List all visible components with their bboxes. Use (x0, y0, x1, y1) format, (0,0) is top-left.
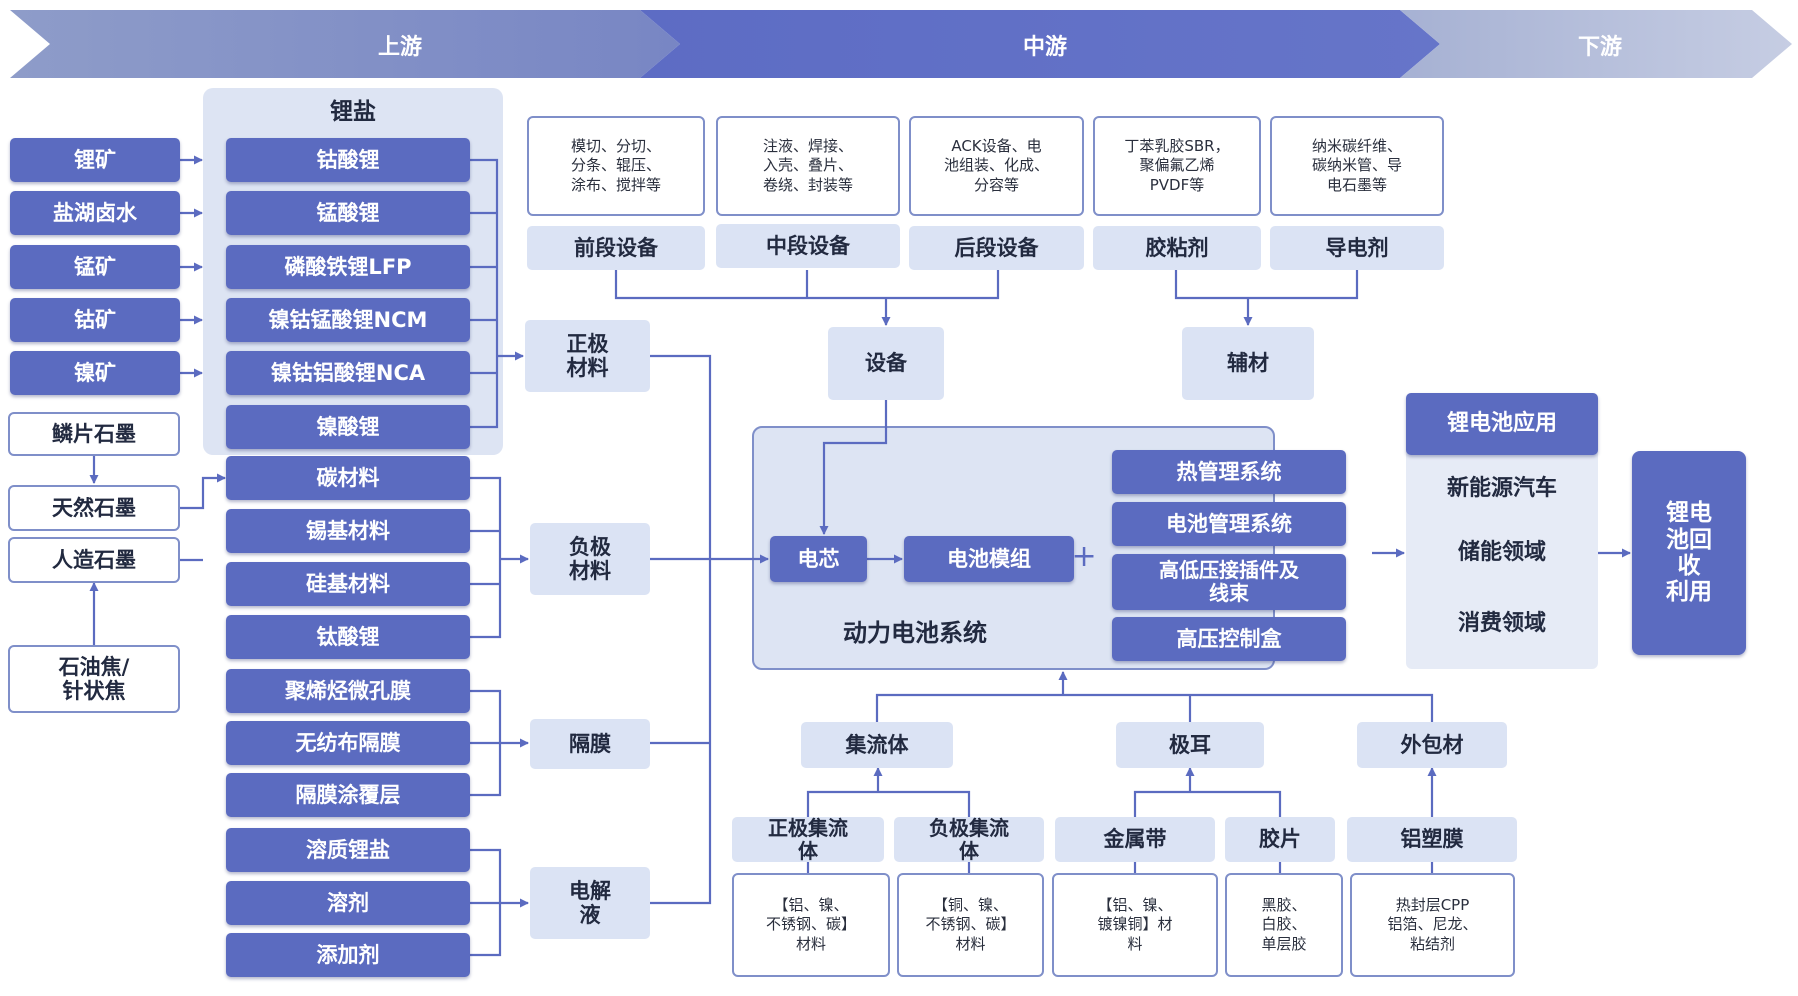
equipment: 设备 (828, 327, 944, 400)
note-film: 黑胶、 白胶、 单层胶 (1225, 873, 1343, 977)
graphite-natural: 天然石墨 (8, 485, 180, 531)
middle-equipment: 中段设备 (716, 224, 900, 268)
note-metal-strip: 【铝、镍、 镀镍铜】材 料 (1052, 873, 1218, 977)
salt-ncm: 镍钴锰酸锂NCM (226, 298, 470, 342)
material-electrolyte: 电解 液 (530, 867, 650, 939)
note-cathode-collector: 【铝、镍、 不锈钢、碳】 材料 (732, 873, 890, 977)
system-connectors-harness: 高低压接插件及 线束 (1112, 554, 1346, 610)
lithium-salt-title: 锂盐 (330, 98, 376, 125)
anode-lithium-titanate: 钛酸锂 (226, 615, 470, 659)
note-conductive-agent: 纳米碳纤维、 碳纳米管、导 电石墨等 (1270, 116, 1444, 216)
note-back-equipment: ACK设备、电 池组装、化成、 分容等 (909, 116, 1084, 216)
note-middle-equipment: 注液、焊接、 入壳、叠片、 卷绕、封装等 (716, 116, 900, 216)
material-separator: 隔膜 (530, 719, 650, 769)
plus-sign: + (1071, 538, 1097, 574)
auxiliary-materials: 辅材 (1182, 327, 1314, 400)
cathode-current-collector: 正极集流 体 (732, 816, 884, 862)
separator-coating: 隔膜涂覆层 (226, 773, 470, 817)
battery-module: 电池模组 (904, 536, 1074, 582)
graphite-flake: 鳞片石墨 (8, 412, 180, 456)
note-aluminum-plastic-film: 热封层CPP 铝箔、尼龙、 粘结剂 (1350, 873, 1515, 977)
system-high-voltage-box: 高压控制盒 (1112, 617, 1346, 661)
phase-upstream-label: 上游 (377, 35, 422, 60)
graphite-artificial: 人造石墨 (8, 537, 180, 583)
note-front-equipment: 模切、分切、 分条、辊压、 涂布、搅拌等 (527, 116, 705, 216)
metal-strip: 金属带 (1055, 817, 1215, 862)
phase-midstream-label: 中游 (1022, 35, 1067, 60)
phase-banner (10, 10, 1792, 78)
aluminum-plastic-film: 铝塑膜 (1347, 817, 1517, 862)
salt-lithium-manganate: 锰酸锂 (226, 191, 470, 235)
application-new-energy-vehicles: 新能源汽车 (1446, 476, 1557, 502)
anode-current-collector: 负极集流 体 (894, 816, 1044, 862)
battery-cell: 电芯 (770, 536, 867, 582)
salt-lithium-nickelate: 镍酸锂 (226, 405, 470, 449)
salt-nca: 镍钴铝酸锂NCA (226, 351, 470, 395)
electrolyte-solute: 溶质锂盐 (226, 828, 470, 872)
application-title: 锂电池应用 (1406, 393, 1598, 455)
battery-system-title: 动力电池系统 (843, 619, 987, 648)
application-consumer: 消费领域 (1457, 611, 1546, 637)
downstream-arrow (1400, 10, 1792, 78)
mineral-manganese-ore: 锰矿 (10, 245, 180, 289)
back-equipment: 后段设备 (909, 226, 1084, 270)
anode-silicon-based: 硅基材料 (226, 562, 470, 606)
salt-lfp: 磷酸铁锂LFP (226, 245, 470, 289)
anode-tin-based: 锡基材料 (226, 509, 470, 553)
petroleum-needle-coke: 石油焦/ 针状焦 (8, 645, 180, 713)
application-energy-storage: 储能领域 (1457, 540, 1546, 566)
binder: 胶粘剂 (1093, 226, 1261, 270)
electrolyte-solvent: 溶剂 (226, 881, 470, 925)
upstream-arrow (10, 10, 680, 78)
salt-lithium-cobalt-oxide: 钴酸锂 (226, 138, 470, 182)
note-binder: 丁苯乳胶SBR， 聚偏氟乙烯 PVDF等 (1093, 116, 1261, 216)
note-anode-collector: 【铜、镍、 不锈钢、碳】 材料 (897, 873, 1044, 977)
material-anode: 负极 材料 (530, 523, 650, 595)
electrolyte-additive: 添加剂 (226, 933, 470, 977)
front-equipment: 前段设备 (527, 226, 705, 270)
film: 胶片 (1225, 817, 1335, 862)
anode-carbon: 碳材料 (226, 456, 470, 500)
mineral-salt-lake-brine: 盐湖卤水 (10, 191, 180, 235)
mineral-cobalt-ore: 钴矿 (10, 298, 180, 342)
phase-downstream-label: 下游 (1577, 35, 1622, 60)
mineral-nickel-ore: 镍矿 (10, 351, 180, 395)
material-cathode: 正极 材料 (525, 320, 650, 392)
midstream-arrow (640, 10, 1440, 78)
battery-recycling: 锂电 池回 收 利用 (1632, 451, 1746, 655)
conductive-agent: 导电剂 (1270, 226, 1444, 270)
current-collector: 集流体 (801, 722, 953, 768)
separator-polyolefin: 聚烯烃微孔膜 (226, 669, 470, 713)
tab: 极耳 (1116, 722, 1264, 768)
separator-nonwoven: 无纺布隔膜 (226, 721, 470, 765)
system-battery-management: 电池管理系统 (1112, 502, 1346, 546)
outer-packaging: 外包材 (1357, 722, 1507, 768)
system-thermal-management: 热管理系统 (1112, 450, 1346, 494)
mineral-lithium-ore: 锂矿 (10, 138, 180, 182)
